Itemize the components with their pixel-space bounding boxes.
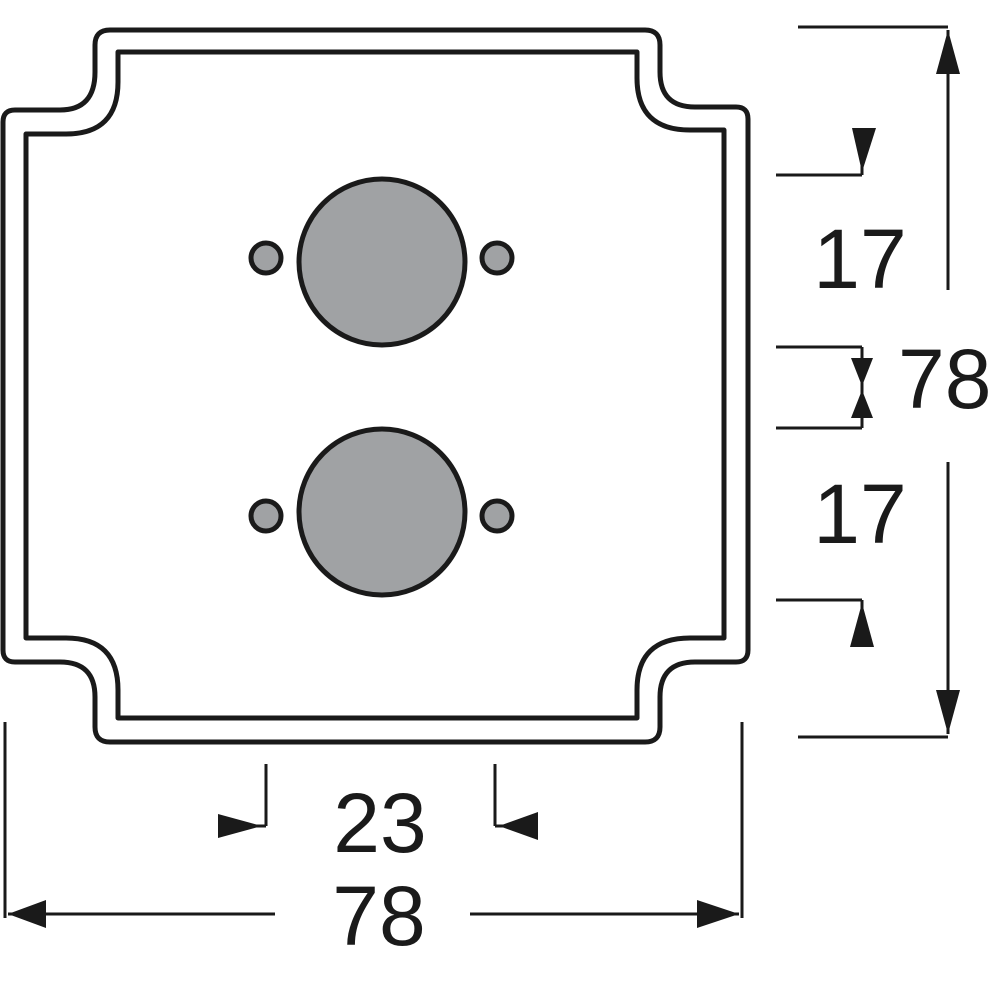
plate-outer-outline xyxy=(0,27,751,745)
hole-spacing-dimension: 23 xyxy=(218,764,538,870)
overall-width-label: 78 xyxy=(332,869,425,963)
screw-lower-left xyxy=(248,498,284,534)
lower-offset-dimension: 17 xyxy=(776,467,907,647)
arrow-left-icon xyxy=(499,812,538,840)
middle-gap-dimension xyxy=(776,345,873,430)
arrow-right-icon xyxy=(697,900,739,928)
lower-offset-label: 17 xyxy=(813,467,906,561)
plate-inner-outline xyxy=(23,49,727,721)
overall-width-dimension: 78 xyxy=(3,722,744,963)
screw-upper-right xyxy=(479,240,515,276)
upper-offset-label: 17 xyxy=(813,212,906,306)
screw-lower-right xyxy=(479,498,515,534)
arrow-up-icon xyxy=(850,603,874,647)
lower-button xyxy=(296,426,468,598)
hole-spacing-label: 23 xyxy=(333,776,426,870)
upper-offset-dimension: 17 xyxy=(776,128,907,306)
arrow-up-icon xyxy=(936,30,960,74)
arrow-right-icon xyxy=(218,814,262,838)
arrow-down-icon xyxy=(852,128,876,172)
screw-upper-left xyxy=(248,240,284,276)
overall-height-dimension: 78 xyxy=(798,25,991,739)
arrow-up-icon xyxy=(851,390,873,418)
arrow-left-icon xyxy=(8,900,46,928)
overall-height-label: 78 xyxy=(898,332,991,426)
arrow-down-icon xyxy=(936,690,960,734)
upper-button xyxy=(296,176,468,348)
arrow-down-icon xyxy=(851,358,873,386)
